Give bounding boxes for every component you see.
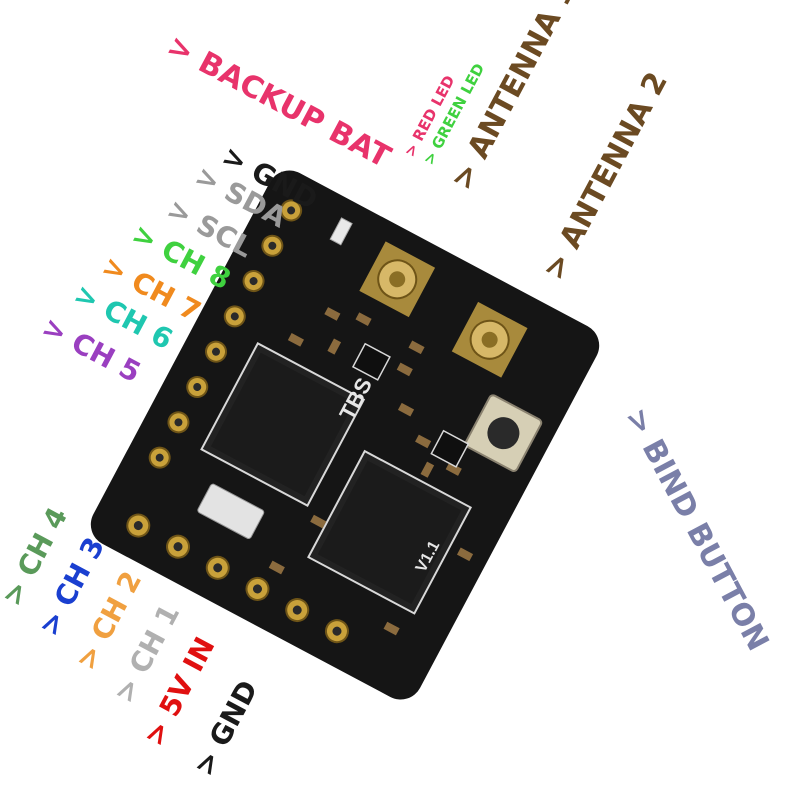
label-antenna-2: > ANTENNA 2 [536,67,675,286]
small-ics [351,342,470,468]
antenna-1-connector [359,241,436,318]
receiver-board: TBS V1.1 [90,170,600,700]
rf-chip-left [200,341,366,507]
small-components [268,307,474,636]
led-component [329,217,353,246]
bind-button-component [464,394,543,472]
crystal-component [197,483,265,539]
antenna-2-connector [451,301,528,378]
pad-holes-bottom [133,521,342,636]
pad-holes-left [155,206,296,462]
rf-chip-right [307,449,473,615]
label-gnd-bottom: > GND [187,675,264,781]
label-bind-button: > BIND BUTTON [618,402,775,656]
label-backup-bat: > BACKUP BAT [161,28,396,175]
